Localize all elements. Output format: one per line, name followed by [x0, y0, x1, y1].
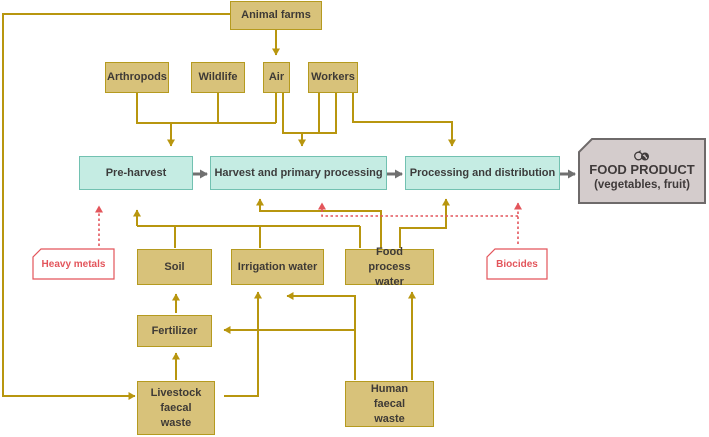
- stage-pre-harvest: Pre-harvest: [79, 156, 193, 190]
- node-soil: Soil: [137, 249, 212, 285]
- hazard-biocides-shape: [486, 248, 548, 280]
- node-human-faecal-waste: Human faecal waste: [345, 381, 434, 427]
- node-irrigation-water: Irrigation water: [231, 249, 324, 285]
- vegetables-icon: [634, 149, 649, 160]
- node-food-process-water: Food process water: [345, 246, 434, 288]
- node-wildlife: Wildlife: [191, 62, 245, 93]
- node-air: Air: [263, 62, 290, 93]
- connector-human-irrigation: [286, 292, 356, 330]
- connector-fpw-processing: [399, 198, 450, 248]
- stage-processing-distribution: Processing and distribution: [405, 156, 560, 190]
- connector-livestock-irrigation: [224, 291, 262, 397]
- food-product-subtitle: (vegetables, fruit): [594, 178, 690, 191]
- node-livestock-faecal-waste: Livestock faecal waste: [137, 381, 215, 435]
- hazard-arrow-biocides-link: [318, 202, 518, 217]
- connector-workers-processing: [352, 93, 456, 147]
- food-product-title: FOOD PRODUCT: [589, 161, 695, 177]
- connector-sources-harvest: [282, 93, 337, 146]
- node-animal-farms: Animal farms: [230, 1, 322, 30]
- hazard-biocides-label: Biocides: [496, 258, 538, 270]
- hazard-heavy-metals-shape: [32, 248, 115, 280]
- food-product-label: FOOD PRODUCT (vegetables, fruit): [578, 138, 706, 204]
- stage-harvest-primary-processing: Harvest and primary processing: [210, 156, 387, 190]
- connector-sources-preharvest: [136, 93, 277, 146]
- connector-ground-preharvest: [137, 210, 361, 248]
- node-workers: Workers: [308, 62, 358, 93]
- food-product-node: FOOD PRODUCT (vegetables, fruit): [578, 138, 706, 204]
- connector-fpw-harvest: [256, 198, 382, 248]
- food-product-shape: [578, 138, 706, 204]
- hazard-biocides: Biocides: [486, 248, 548, 280]
- connector-human-fertilizer: [223, 326, 356, 380]
- hazard-heavy-metals-label: Heavy metals: [41, 258, 106, 270]
- hazard-heavy-metals: Heavy metals: [32, 248, 115, 280]
- connector-animal-farms-livestock: [2, 13, 230, 400]
- node-fertilizer: Fertilizer: [137, 315, 212, 347]
- node-arthropods: Arthropods: [105, 62, 169, 93]
